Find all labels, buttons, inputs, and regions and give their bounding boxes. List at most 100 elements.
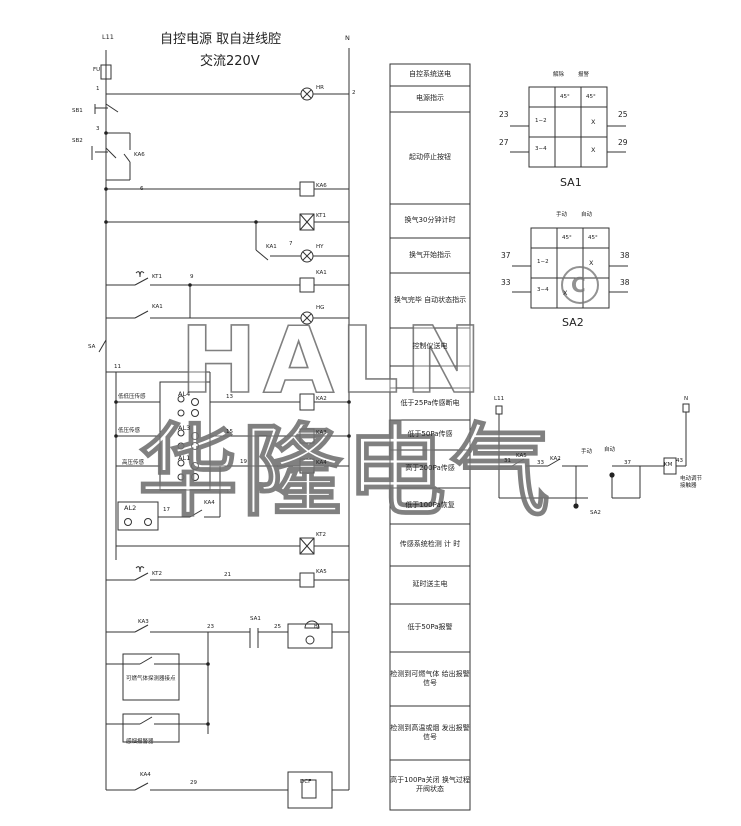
- motor-ka5-label: KA5: [516, 453, 527, 459]
- function-cell: 起动停止按钮: [409, 153, 451, 162]
- motor-manual-label: 手动: [581, 449, 593, 455]
- function-cell: 延时送主电: [412, 580, 448, 589]
- dcf-label: DCF: [300, 779, 312, 785]
- sa1-col-a: 45°: [560, 94, 570, 100]
- ka5-coil-label: KA5: [316, 569, 327, 575]
- ka3-coil-label: KA3: [316, 430, 327, 436]
- function-cell: 检测到可燃气体 给出报警信号: [390, 669, 470, 687]
- function-cell: 高于100Pa关闭 换气过程开阀状态: [390, 775, 470, 793]
- sa2-terminal-33: 33: [501, 278, 511, 287]
- motor-node-33: 33: [537, 460, 544, 466]
- sa1-contact-label: SA1: [250, 616, 261, 622]
- ka6-coil-label: KA6: [316, 183, 327, 189]
- sa2-mark-2: X: [563, 289, 568, 297]
- node-15: 15: [226, 429, 233, 435]
- fuse-label: FU: [93, 67, 101, 73]
- motor-node-31: 31: [504, 458, 511, 464]
- motor-sa2-label: SA2: [590, 510, 601, 516]
- motor-neutral-label: N: [684, 396, 689, 402]
- kt1-coil-label: KT1: [316, 213, 327, 219]
- al1-label: AL1: [178, 454, 191, 462]
- diagram-subtitle: 交流220V: [200, 54, 260, 69]
- function-cell: 换气30分钟计时: [404, 216, 456, 225]
- ka4-contact-label: KA4: [204, 500, 215, 506]
- sa2-mark-1: X: [589, 259, 594, 267]
- node-19: 19: [240, 459, 247, 465]
- function-cell: 低于100Pa恢复: [405, 501, 455, 510]
- sa1-head-alarm: 报警: [578, 72, 590, 78]
- ka2-coil-label: KA2: [316, 396, 327, 402]
- sa-switch-label: SA: [88, 344, 96, 350]
- ka4-coil-label: KA4: [316, 460, 327, 466]
- sa2-row-1: 1−2: [537, 259, 549, 265]
- function-cell: 检测到高温或烟 发出报警信号: [390, 723, 470, 741]
- ka4-contact2-label: KA4: [140, 772, 151, 778]
- sa2-terminal-38a: 38: [620, 251, 630, 260]
- sa1-mark-2: X: [591, 146, 596, 154]
- sa2-head-manual: 手动: [556, 212, 568, 218]
- node-21: 21: [224, 572, 231, 578]
- lamp-hy-label: HY: [316, 244, 324, 250]
- node-9: 9: [190, 274, 194, 280]
- motor-contactor-label: 电动调节 接触器: [680, 476, 703, 490]
- ka1-contact-label: KA1: [266, 244, 277, 250]
- sa1-terminal-27: 27: [499, 138, 509, 147]
- node-25: 25: [274, 624, 281, 630]
- function-cell: 低于50Pa传感: [407, 430, 453, 439]
- function-cell: 电源指示: [416, 94, 444, 103]
- sa1-head-release: 解除: [553, 72, 565, 78]
- sa2-head-auto: 自动: [581, 212, 593, 218]
- node-3: 3: [96, 126, 100, 132]
- smoke-alarm-label: 感烟报警器: [126, 739, 154, 745]
- function-cell: 换气开始指示: [409, 250, 451, 259]
- bus-live-label: L11: [102, 33, 114, 41]
- kt2-coil-label: KT2: [316, 532, 327, 538]
- low-sensor-label: 低压传感: [118, 428, 141, 434]
- function-cell: 低于25Pa传感断电: [400, 399, 460, 408]
- node-29: 29: [190, 780, 197, 786]
- al4-label: AL4: [178, 390, 191, 398]
- high-sensor-label: 高压传感: [122, 460, 145, 466]
- node-17: 17: [163, 507, 170, 513]
- motor-live-label: L11: [494, 396, 505, 402]
- sa2-col-a: 45°: [562, 235, 572, 241]
- function-cell: 换气完毕 自动状态指示: [393, 295, 467, 304]
- bj-label: BJ: [314, 624, 320, 630]
- sa2-name: SA2: [562, 316, 584, 329]
- sa1-terminal-23: 23: [499, 110, 509, 119]
- kt1-contact-label: KT1: [152, 274, 163, 280]
- motor-ka2-label: KA2: [550, 456, 561, 462]
- sa2-col-b: 45°: [588, 235, 598, 241]
- motor-node-37: 37: [624, 460, 631, 466]
- sb2-label: SB2: [72, 138, 83, 144]
- sa1-name: SA1: [560, 176, 582, 189]
- sb1-label: SB1: [72, 108, 83, 114]
- sa1-terminal-25: 25: [618, 110, 628, 119]
- sa1-terminal-29: 29: [618, 138, 628, 147]
- lamp-hr-label: HR: [316, 85, 324, 91]
- node-11: 11: [114, 364, 121, 370]
- al2-label: AL2: [124, 504, 137, 512]
- sa1-row-1: 1−2: [535, 118, 547, 124]
- ka6-contact-label: KA6: [134, 152, 145, 158]
- motor-auto-label: 自动: [604, 447, 616, 453]
- kt2-contact-label: KT2: [152, 571, 163, 577]
- lowlow-sensor-label: 低低压传感: [118, 394, 146, 400]
- function-cell: 高于200Pa传感: [405, 464, 455, 473]
- sa2-terminal-37: 37: [501, 251, 511, 260]
- node-2: 2: [352, 90, 356, 96]
- lamp-hg-label: HG: [316, 305, 325, 311]
- motor-node-43: 43: [676, 458, 683, 464]
- node-23: 23: [207, 624, 214, 630]
- node-1: 1: [96, 86, 100, 92]
- ka3-contact-label: KA3: [138, 619, 149, 625]
- function-cell: 传感系统检测 计 时: [399, 540, 461, 549]
- node-13: 13: [226, 394, 233, 400]
- sa1-row-2: 3−4: [535, 146, 547, 152]
- sa1-col-b: 45°: [586, 94, 596, 100]
- bus-neutral-label: N: [345, 34, 350, 42]
- al3-label: AL3: [178, 424, 191, 432]
- node-6: 6: [140, 186, 144, 192]
- sa2-terminal-38b: 38: [620, 278, 630, 287]
